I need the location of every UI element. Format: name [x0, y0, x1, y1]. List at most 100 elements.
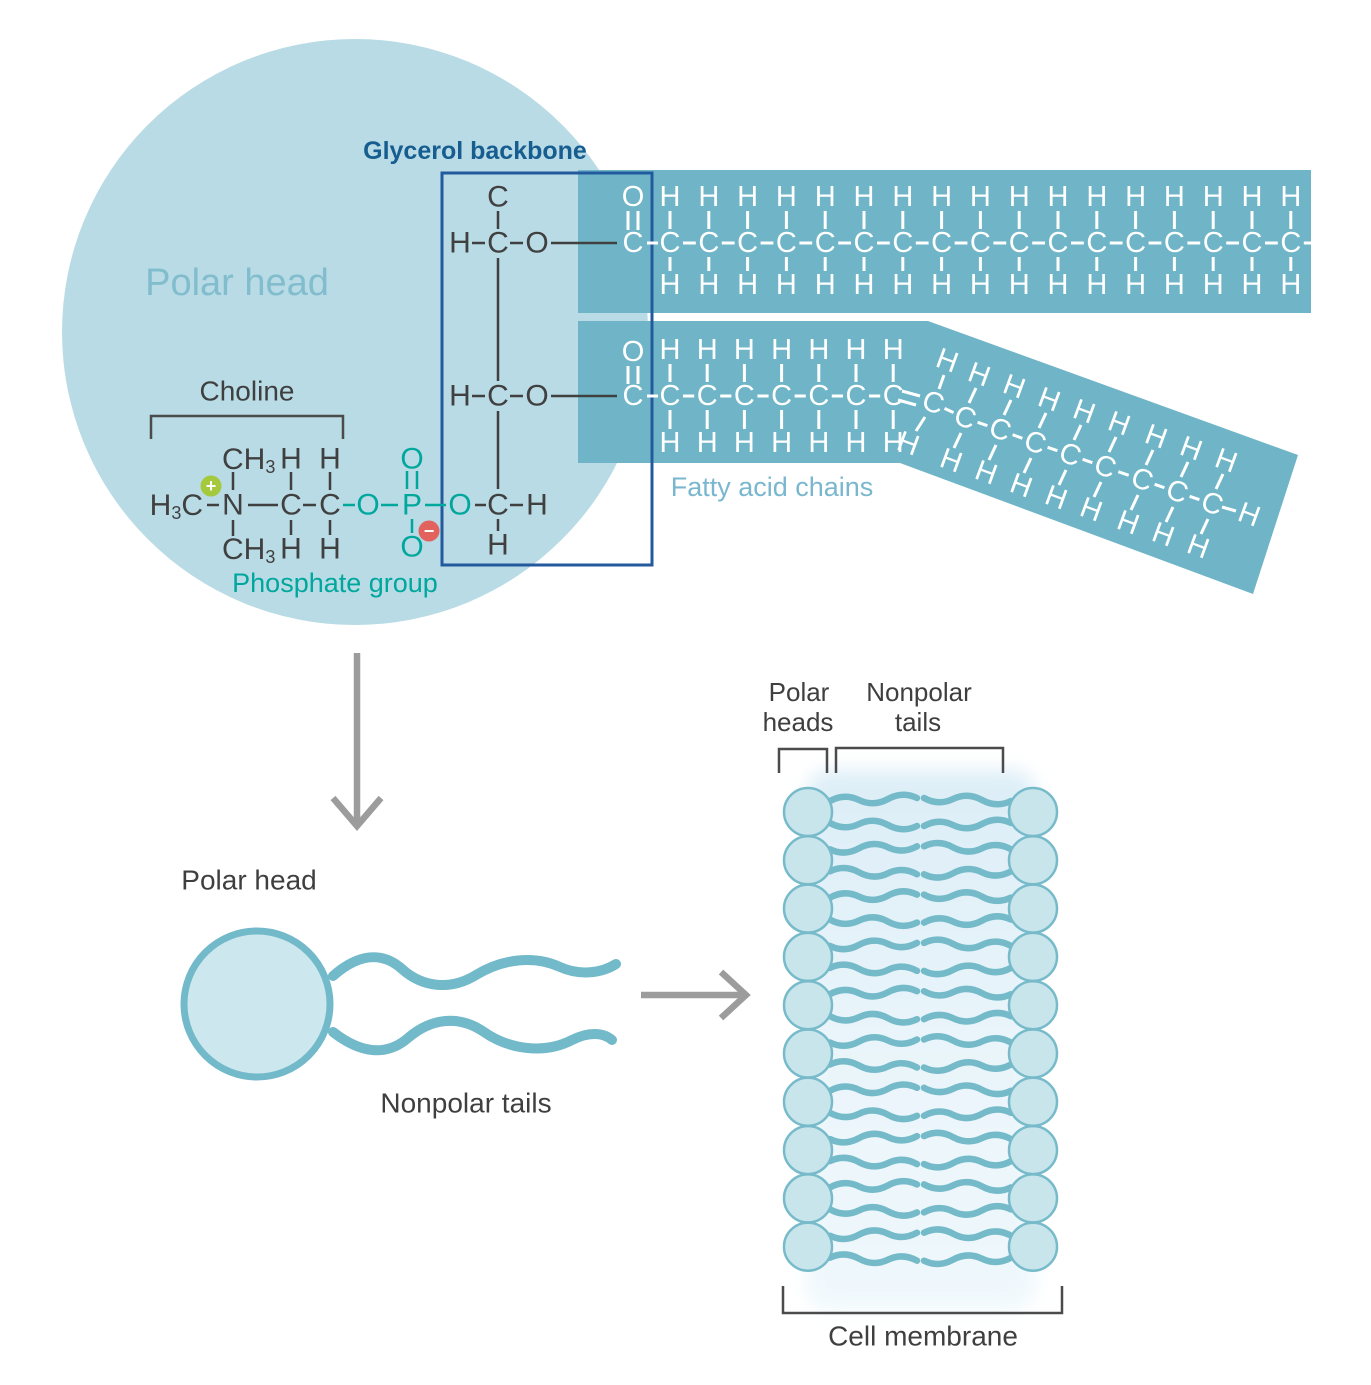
atom-C: C: [734, 380, 755, 412]
atom-H: H: [660, 334, 681, 366]
nonpolar-tail-upper: [328, 952, 621, 990]
bracket: [777, 747, 829, 773]
membrane-tail: [826, 888, 921, 904]
label-choline: Choline: [200, 376, 295, 407]
membrane-tail: [826, 791, 921, 807]
atom-H: H: [660, 427, 681, 459]
atom-H: H: [1009, 269, 1030, 301]
atom-O: O: [525, 380, 548, 413]
membrane-row: [782, 931, 1059, 983]
atom-H: H: [808, 427, 829, 459]
atom-H: H: [931, 181, 952, 213]
label-membrane-nonpolar-line1: Nonpolar: [866, 677, 972, 707]
membrane-tail: [826, 1107, 921, 1123]
membrane-tail: [920, 913, 1015, 929]
membrane-row: [782, 883, 1059, 934]
bond: [943, 407, 955, 414]
membrane-head: [782, 1124, 834, 1176]
atom-C: C: [776, 227, 797, 259]
membrane-tail: [826, 961, 921, 977]
atom-C: C: [487, 227, 509, 260]
atom-C: C: [487, 181, 509, 214]
glycerol-backbone-box: [440, 171, 654, 567]
bond: [1082, 457, 1093, 465]
atom-H: H: [449, 227, 471, 260]
atom-C: C: [846, 380, 867, 412]
atom-H: H: [1280, 269, 1301, 301]
membrane-tail: [826, 1203, 921, 1219]
atom-H: H: [280, 533, 302, 566]
membrane-head: [1007, 979, 1059, 1031]
bond: [1092, 481, 1103, 498]
bond: [952, 432, 963, 449]
atom-C: C: [660, 380, 681, 412]
atom-H: H: [1280, 181, 1301, 213]
atom-H: H: [697, 427, 718, 459]
atom-C: C: [1203, 227, 1224, 259]
membrane-head: [1007, 931, 1059, 983]
atom-O: O: [622, 181, 645, 213]
bond: [1072, 424, 1083, 441]
atom-H: H: [1203, 269, 1224, 301]
membrane-tail: [920, 816, 1015, 832]
atom-H: H: [776, 269, 797, 301]
membrane-head: [782, 1173, 834, 1224]
atom-C: C: [1125, 227, 1146, 259]
membrane-tail: [826, 840, 921, 856]
membrane-tail: [920, 1059, 1015, 1074]
atom-H: H: [892, 181, 913, 213]
atom-H: H: [319, 443, 341, 476]
membrane-row: [782, 835, 1059, 886]
label-fatty-acid-chains: Fatty acid chains: [671, 472, 874, 502]
positive-charge-icon: [200, 475, 222, 497]
membrane-tail: [920, 792, 1015, 808]
bond: [914, 416, 927, 432]
membrane-tail: [826, 817, 921, 833]
atom-H: H: [526, 489, 548, 522]
bond: [1164, 506, 1175, 523]
atom-C: C: [319, 489, 341, 522]
right-arrow-icon: [641, 969, 751, 1021]
negative-charge-icon-symbol: −: [424, 521, 435, 541]
membrane-tail: [920, 1033, 1015, 1048]
bond: [1002, 399, 1013, 416]
atom-C: C: [623, 380, 644, 412]
membrane-head: [782, 1028, 834, 1079]
atom-H: H: [737, 269, 758, 301]
membrane-row: [782, 1076, 1059, 1128]
label-polar-head-small: Polar head: [181, 865, 316, 896]
membrane-head: [1007, 1076, 1059, 1128]
nonpolar-tail-lower: [328, 1015, 617, 1056]
membrane-head: [782, 883, 834, 934]
atom-H: H: [1164, 181, 1185, 213]
atom-C: C: [698, 227, 719, 259]
atom-H: H: [698, 181, 719, 213]
membrane-tail: [826, 984, 921, 1000]
atom-H: H: [1086, 181, 1107, 213]
membrane-tail: [920, 1155, 1015, 1171]
membrane-head: [782, 931, 834, 983]
atom-P: P: [402, 489, 422, 522]
atom-H: H: [1086, 269, 1107, 301]
atom-N: N: [222, 489, 244, 522]
polar-head-small-circle: [180, 927, 334, 1081]
atom-C: C: [931, 227, 952, 259]
atom-H: H: [660, 181, 681, 213]
atom-H: H: [970, 269, 991, 301]
atom-H: H: [487, 529, 509, 562]
atom-C: C: [1164, 227, 1185, 259]
atom-H: H: [815, 181, 836, 213]
membrane-tail: [826, 1251, 921, 1267]
bond: [1221, 505, 1237, 513]
atom-O: O: [400, 443, 423, 476]
bond: [1189, 494, 1200, 502]
atom-C: C: [771, 380, 792, 412]
atom-H: H: [319, 533, 341, 566]
membrane-head: [782, 979, 834, 1031]
atom-H: H: [892, 269, 913, 301]
atom-H: H: [660, 269, 681, 301]
membrane-row: [782, 1124, 1059, 1176]
